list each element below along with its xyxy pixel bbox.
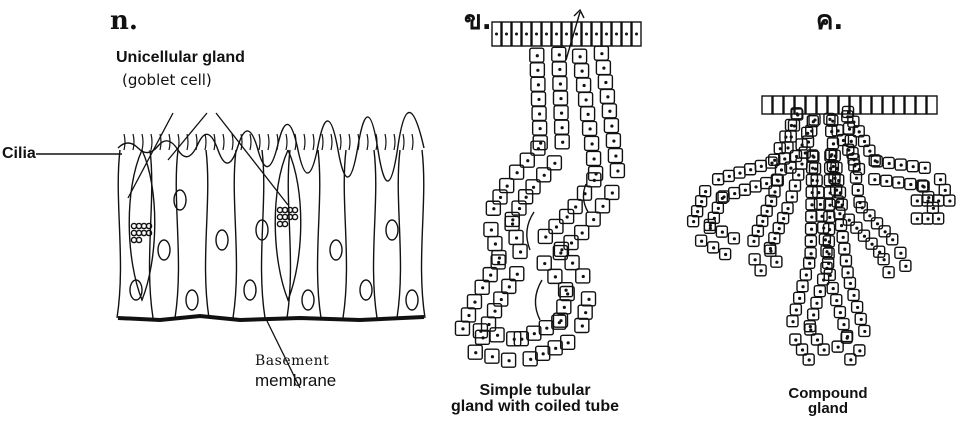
caption-line-1: Compound <box>768 386 888 401</box>
label-goblet-cell: (goblet cell) <box>122 73 212 88</box>
compound-gland-drawing <box>688 96 955 365</box>
label-unicellular-gland: Unicellular gland <box>116 50 245 66</box>
caption-line-2: gland with coiled tube <box>420 399 650 415</box>
panel-letter-a: n. <box>110 8 138 34</box>
simple-tubular-gland-drawing <box>455 10 641 367</box>
caption-simple-tubular-gland: Simple tubular gland with coiled tube <box>420 383 650 415</box>
caption-compound-gland: Compound gland <box>768 386 888 416</box>
caption-line-1: Simple tubular <box>420 383 650 399</box>
caption-line-2: gland <box>768 401 888 416</box>
label-cilia: Cilia <box>2 146 36 162</box>
label-basement: Basement <box>255 354 329 368</box>
unicellular-gland-drawing <box>36 112 425 388</box>
panel-letter-c: ค. <box>816 8 843 34</box>
panel-letter-b: ข. <box>464 8 492 34</box>
label-membrane: membrane <box>255 372 336 389</box>
